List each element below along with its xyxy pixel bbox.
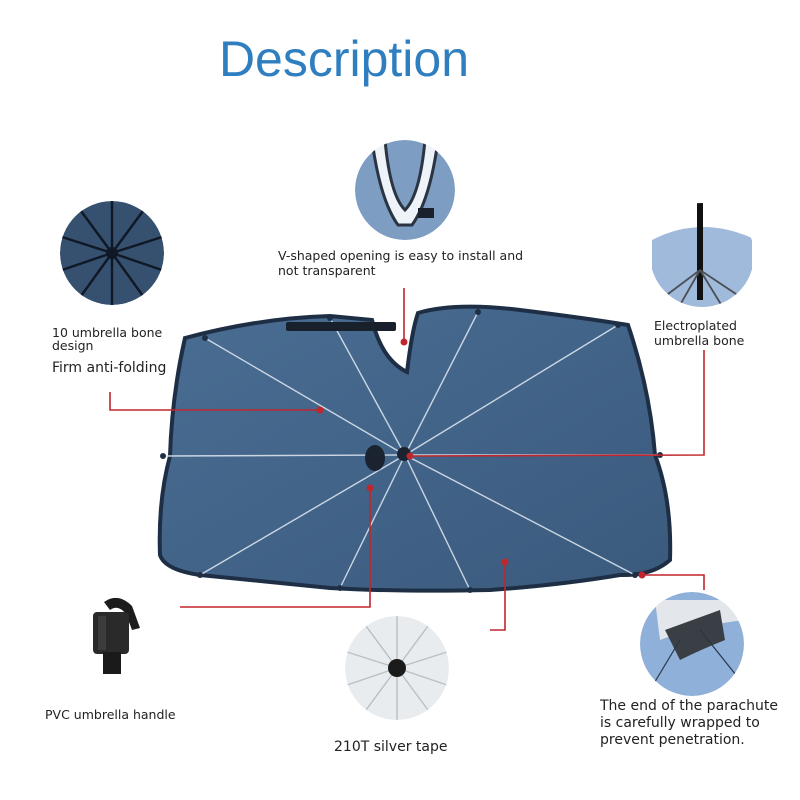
inset-pvc-handle [93,597,140,674]
label-handle: PVC umbrella handle [45,707,176,722]
inset-electroplated-bone [650,203,754,307]
pointer-lines [109,288,705,631]
inset-umbrella-bones [60,201,164,305]
label-parachute-end: The end of the parachute is carefully wr… [600,698,779,748]
label-electroplated: Electroplated umbrella bone [654,318,745,348]
label-bone-count: 10 umbrella bone design [52,325,163,354]
page-title: Description [218,31,470,87]
inset-silver-tape [345,616,449,720]
label-silver-tape: 210T silver tape [334,739,448,755]
inset-parachute-end [640,592,744,696]
inset-v-opening [355,140,455,240]
sunshade-main-image [157,304,673,593]
label-v-opening: V-shaped opening is easy to install and … [278,248,524,278]
label-firm: Firm anti-folding [52,360,167,376]
